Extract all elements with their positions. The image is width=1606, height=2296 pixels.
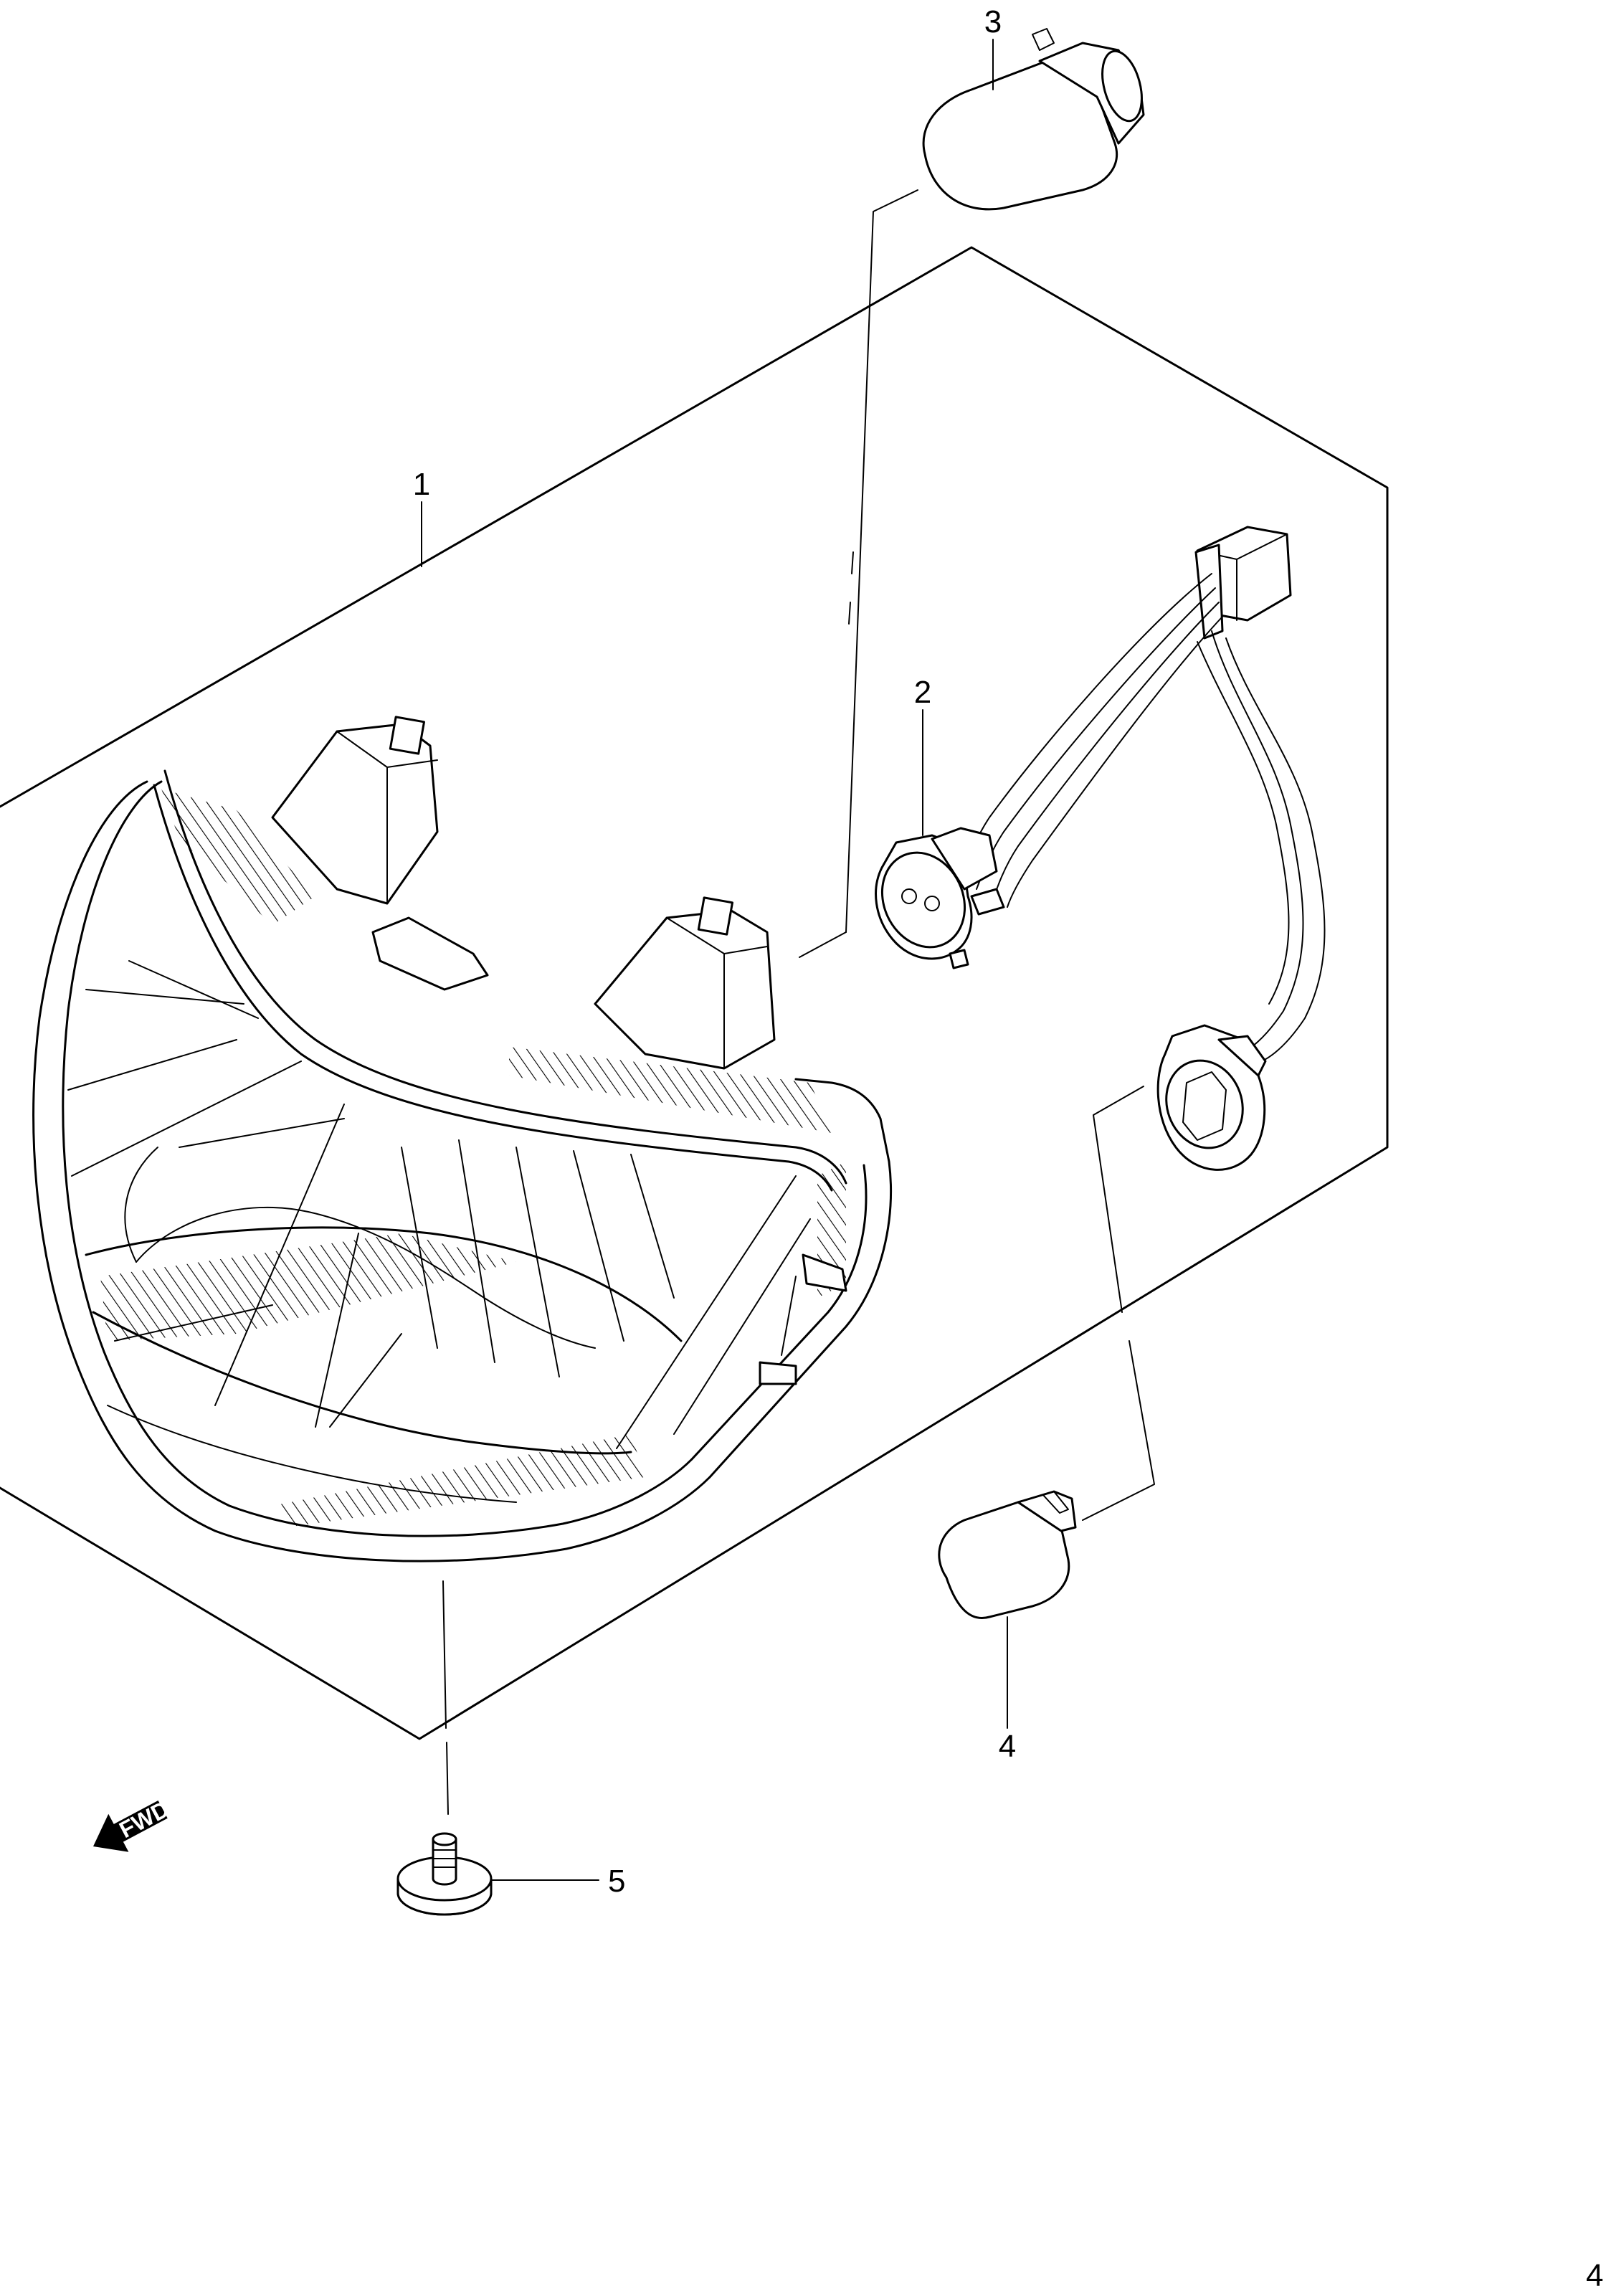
callout-3-label: 3 bbox=[984, 4, 1002, 39]
mounting-screw: 5 bbox=[396, 1832, 625, 1916]
fwd-arrow: FWD bbox=[93, 1795, 174, 1852]
page-number: 4 bbox=[1586, 2258, 1603, 2293]
fwd-label: FWD bbox=[115, 1795, 173, 1843]
leader-bulb-4 bbox=[1082, 1086, 1155, 1521]
socket-harness: 2 bbox=[875, 526, 1326, 1062]
headlamp-housing bbox=[32, 716, 892, 1562]
callout-1: 1 bbox=[413, 467, 430, 567]
leader-bulb-3 bbox=[799, 189, 918, 958]
callout-2-label: 2 bbox=[914, 675, 931, 710]
headlight-bulb: 3 bbox=[922, 4, 1145, 211]
callout-5-label: 5 bbox=[608, 1864, 625, 1899]
callout-1-label: 1 bbox=[413, 467, 430, 502]
position-lamp-bulb: 4 bbox=[938, 1490, 1077, 1764]
leader-screw-5 bbox=[442, 1580, 449, 1815]
callout-4-label: 4 bbox=[999, 1729, 1016, 1764]
position-lamp-socket bbox=[1156, 1024, 1267, 1171]
assembly-outline bbox=[0, 246, 1389, 1740]
